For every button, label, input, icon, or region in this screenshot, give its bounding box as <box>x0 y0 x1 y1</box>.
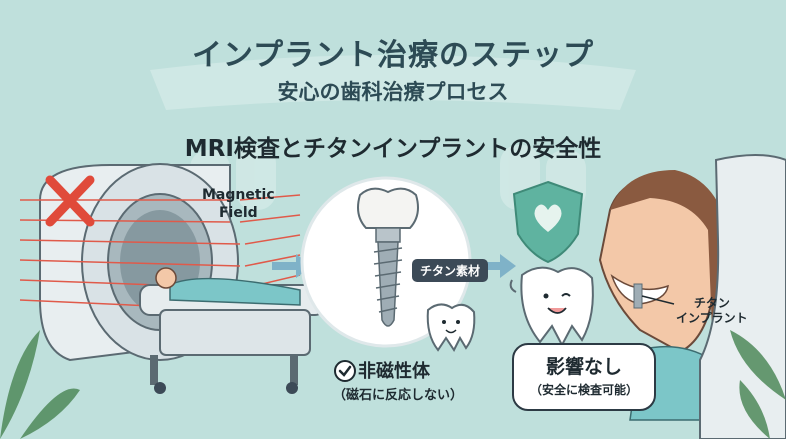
implant-label: チタン インプラント <box>676 296 748 326</box>
cross-icon <box>45 175 95 227</box>
implant-label-line2: インプラント <box>676 311 748 325</box>
implant-illustration <box>357 187 419 327</box>
page-title: インプラント治療のステップ <box>191 38 595 73</box>
arrow-right-icon <box>476 254 516 278</box>
patient-on-table <box>139 267 326 394</box>
leaf-icon <box>730 330 786 439</box>
section-heading: MRI検査とチタンインプラントの安全性 <box>184 136 602 162</box>
shield-heart-icon <box>512 180 584 264</box>
callout-title: 影響なし <box>545 356 622 378</box>
checkmark-icon <box>334 360 356 382</box>
magnetic-field-label: Magnetic Field <box>202 186 275 222</box>
tooth-mascot-small <box>426 303 476 352</box>
page-subtitle: 安心の歯科治療プロセス <box>277 80 509 104</box>
leaf-icon <box>0 330 80 439</box>
property-note: （磁石に反応しない） <box>332 388 463 403</box>
magnetic-field-label-line2: Field <box>218 205 258 221</box>
callout-note: （安全に検査可能） <box>529 383 638 397</box>
callout-bubble <box>512 343 656 411</box>
magnetic-field-label-line1: Magnetic <box>202 187 275 203</box>
property-title: 非磁性体 <box>358 361 430 382</box>
tooth-mascot-large <box>509 266 594 348</box>
implant-label-line1: チタン <box>693 296 730 310</box>
material-badge: チタン素材 <box>412 259 489 282</box>
